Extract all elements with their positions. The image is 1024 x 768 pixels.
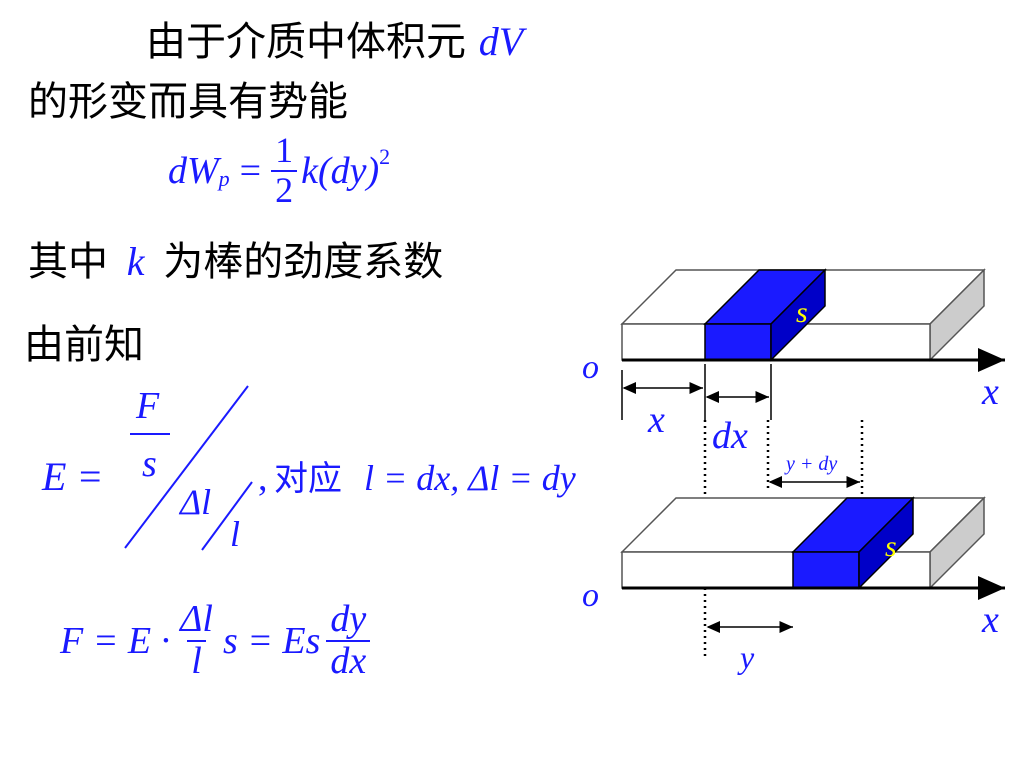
- bottom-rod: s: [620, 496, 986, 590]
- eq-E-correspond: 对应: [274, 459, 342, 499]
- line3-pre: 其中: [28, 239, 108, 285]
- text-line-4: 由前知: [24, 322, 144, 368]
- bottom-element-front: [792, 551, 860, 589]
- eq-dwp-num: 1: [275, 130, 294, 170]
- line1-text: 由于介质中体积元: [146, 19, 466, 65]
- eq-dwp-sup: 2: [379, 143, 391, 169]
- eq-F-lhs: F = E ·: [60, 619, 171, 662]
- top-origin-label: o: [582, 349, 599, 386]
- text-line-1: 由于介质中体积元 dV: [146, 19, 524, 65]
- eq-E-l: l: [230, 514, 240, 554]
- text-line-3: 其中 k 为棒的劲度系数: [28, 239, 444, 285]
- equation-E: E = F s Δl l , 对应 l = dx, Δl = dy: [41, 385, 576, 554]
- bottom-element-side: [858, 496, 914, 590]
- dim-ydy-label: y + dy: [784, 453, 837, 475]
- eq-E-tail: l = dx, Δl = dy: [364, 458, 576, 498]
- eq-E-slash-big: [124, 385, 249, 549]
- top-element-front: [704, 323, 772, 361]
- eq-F-num2: dy: [330, 598, 367, 640]
- eq-dwp-rhs: k(dy): [301, 149, 380, 192]
- k-symbol: k: [126, 239, 145, 284]
- eq-F-den1: l: [187, 639, 206, 682]
- eq-dwp-half: 1 2: [271, 130, 298, 210]
- eq-E-s: s: [142, 443, 157, 485]
- dV-symbol: dV: [478, 19, 524, 64]
- eq-E-dl: Δl: [178, 482, 211, 522]
- top-x-axis-label: x: [981, 371, 999, 413]
- eq-F-frac1: Δl l: [176, 598, 217, 682]
- dim-dx-label: dx: [712, 415, 748, 457]
- dim-y-label: y: [737, 639, 755, 675]
- bottom-origin-label: o: [582, 577, 599, 614]
- eq-F-mid: s = Es: [222, 619, 321, 662]
- line3-post: 为棒的劲度系数: [163, 239, 444, 285]
- eq-F-num1: Δl: [180, 598, 213, 640]
- text-line-2: 的形变而具有势能: [28, 79, 348, 125]
- eq-E-slash-small: [201, 481, 253, 551]
- top-s-label: s: [796, 296, 808, 329]
- eq-E-comma: ,: [258, 457, 268, 499]
- bottom-x-axis-label: x: [981, 599, 999, 641]
- dim-x-label: x: [647, 399, 665, 441]
- bottom-s-label: s: [885, 530, 897, 563]
- eq-dwp-lhs: dW: [168, 149, 219, 192]
- eq-F-frac2: dy dx: [326, 598, 371, 682]
- top-rod: s: [620, 268, 986, 362]
- eq-F-den2: dx: [326, 639, 371, 682]
- eq-dwp-equals: =: [239, 149, 262, 192]
- eq-dwp-den: 2: [271, 169, 298, 210]
- eq-E-F: F: [135, 385, 160, 427]
- top-element-side: [770, 268, 826, 362]
- equation-F: F = E · Δl l s = Es dy dx: [60, 598, 371, 682]
- equation-dwp: dW p = 1 2 k(dy) 2: [168, 130, 391, 210]
- eq-E-lhs: E =: [41, 454, 103, 499]
- eq-dwp-sub: p: [218, 165, 230, 191]
